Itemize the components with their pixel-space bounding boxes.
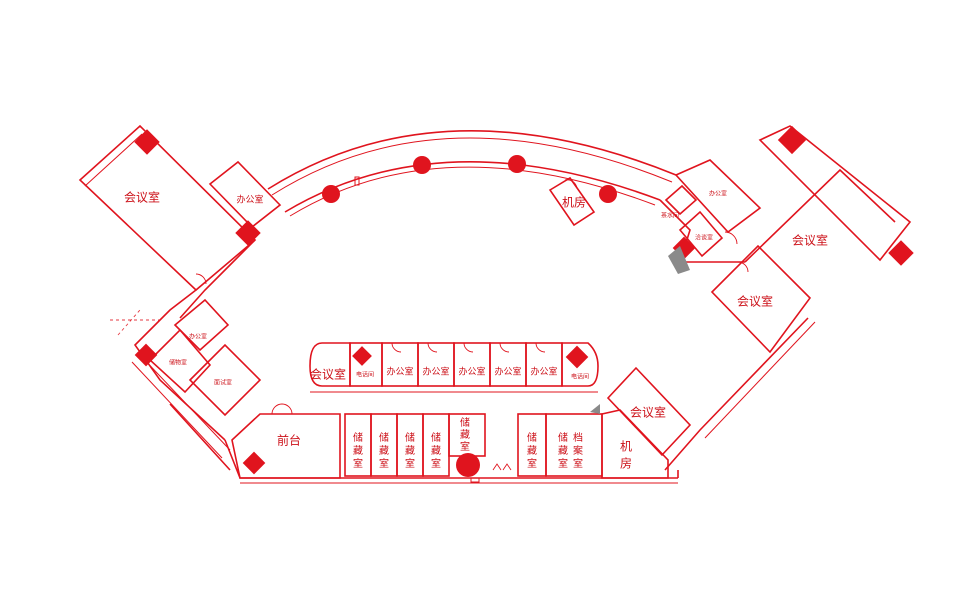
west-wing-walls [110, 239, 266, 475]
north-columns [322, 155, 617, 203]
label-machine-s-c1: 机 [620, 440, 632, 454]
label-store-3-c2: 藏 [405, 445, 415, 457]
label-office-4: 办公室 [494, 366, 521, 378]
label-office-5: 办公室 [530, 366, 557, 378]
label-office-ne: 办公室 [709, 190, 727, 198]
label-store-1-c3: 室 [353, 457, 363, 470]
label-office-1: 办公室 [386, 366, 413, 378]
label-reception: 前台 [277, 433, 301, 448]
room-labels: 会议室 办公室 机房 办公室 茶水间 洽谈室 会议室 会议室 办公室 储物室 面… [124, 190, 828, 448]
label-negotiation: 洽谈室 [695, 234, 713, 242]
label-conf-e: 会议室 [737, 294, 773, 309]
south-row [231, 366, 692, 483]
vertical-labels: 储 藏 室 储 藏 室 储 藏 室 储 藏 室 储 藏 室 储 藏 室 储 藏 … [353, 416, 632, 471]
label-machine-n: 机房 [562, 195, 586, 210]
label-store-5-c1: 储 [460, 416, 470, 429]
label-store-1-c2: 藏 [353, 445, 363, 457]
label-archive-store-c2: 藏 [558, 445, 568, 457]
label-conf-mid: 会议室 [310, 367, 346, 382]
label-store-2-c3: 室 [379, 457, 389, 470]
label-store-6-c3: 室 [527, 457, 537, 470]
north-arc-walls [267, 129, 677, 217]
label-storage-w: 储物室 [169, 359, 187, 367]
label-machine-s-c2: 房 [620, 456, 632, 471]
label-office-3: 办公室 [458, 366, 485, 378]
label-store-3-c3: 室 [405, 457, 415, 470]
ne-area [659, 125, 914, 471]
label-office-2: 办公室 [422, 366, 449, 378]
label-store-6-c2: 藏 [527, 445, 537, 457]
label-conf-se: 会议室 [630, 405, 666, 420]
central-island [309, 342, 599, 393]
label-office-w: 办公室 [189, 333, 207, 341]
label-archive-store-c3: 室 [558, 457, 568, 470]
label-interview: 面试室 [214, 379, 232, 387]
label-store-4-c3: 室 [431, 457, 441, 470]
label-office-n1: 办公室 [236, 194, 263, 206]
label-tea-room: 茶水间 [661, 212, 679, 220]
label-store-3-c1: 储 [405, 431, 415, 444]
label-archive-c1: 档 [573, 431, 583, 444]
label-store-5-c3: 室 [460, 440, 470, 453]
label-archive-c2: 案 [573, 444, 583, 457]
label-store-2-c1: 储 [379, 431, 389, 444]
label-archive-c3: 室 [573, 457, 583, 470]
label-archive-store-c1: 储 [558, 431, 568, 444]
label-store-4-c2: 藏 [431, 445, 441, 457]
label-elec-left: 电话间 [356, 371, 374, 379]
label-store-2-c2: 藏 [379, 445, 389, 457]
label-elec-right: 电话间 [571, 373, 589, 381]
label-conf-ne: 会议室 [792, 233, 828, 248]
north-machine-room [548, 176, 596, 227]
label-store-1-c1: 储 [353, 431, 363, 444]
label-store-6-c1: 储 [527, 431, 537, 444]
label-conf-nw: 会议室 [124, 190, 160, 205]
label-store-4-c1: 储 [431, 431, 441, 444]
label-store-5-c2: 藏 [460, 429, 470, 441]
nw-office [208, 160, 282, 229]
